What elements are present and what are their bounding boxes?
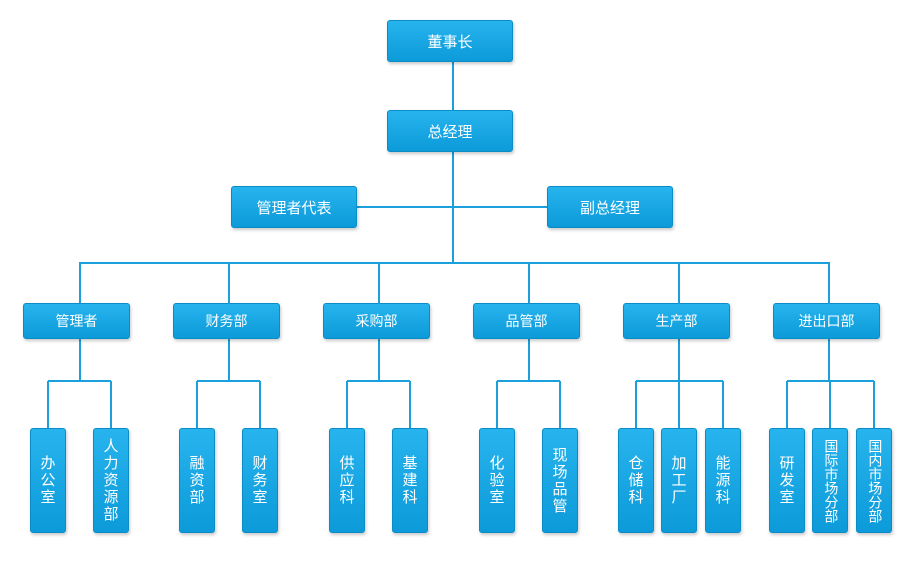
unit-node: 供应科: [329, 428, 365, 533]
unit-node: 仓储科: [618, 428, 654, 533]
unit-node: 化验室: [479, 428, 515, 533]
dept-node-import-export: 进出口部: [773, 303, 880, 339]
unit-node: 现场品管: [542, 428, 578, 533]
chairman-node: 董事长: [387, 20, 513, 62]
dept-node-production: 生产部: [623, 303, 730, 339]
unit-node: 办公室: [30, 428, 66, 533]
general-manager-node: 总经理: [387, 110, 513, 152]
unit-node: 基建科: [392, 428, 428, 533]
unit-node: 财务室: [242, 428, 278, 533]
dept-node-quality: 品管部: [473, 303, 580, 339]
unit-node: 融资部: [179, 428, 215, 533]
unit-node: 加工厂: [661, 428, 697, 533]
unit-node: 人力资源部: [93, 428, 129, 533]
unit-node: 研发室: [769, 428, 805, 533]
management-rep-node: 管理者代表: [231, 186, 357, 228]
dept-node-management: 管理者: [23, 303, 130, 339]
deputy-gm-node: 副总经理: [547, 186, 673, 228]
unit-node: 能源科: [705, 428, 741, 533]
unit-node: 国际市场分部: [812, 428, 848, 533]
dept-node-procurement: 采购部: [323, 303, 430, 339]
unit-node: 国内市场分部: [856, 428, 892, 533]
dept-node-finance: 财务部: [173, 303, 280, 339]
